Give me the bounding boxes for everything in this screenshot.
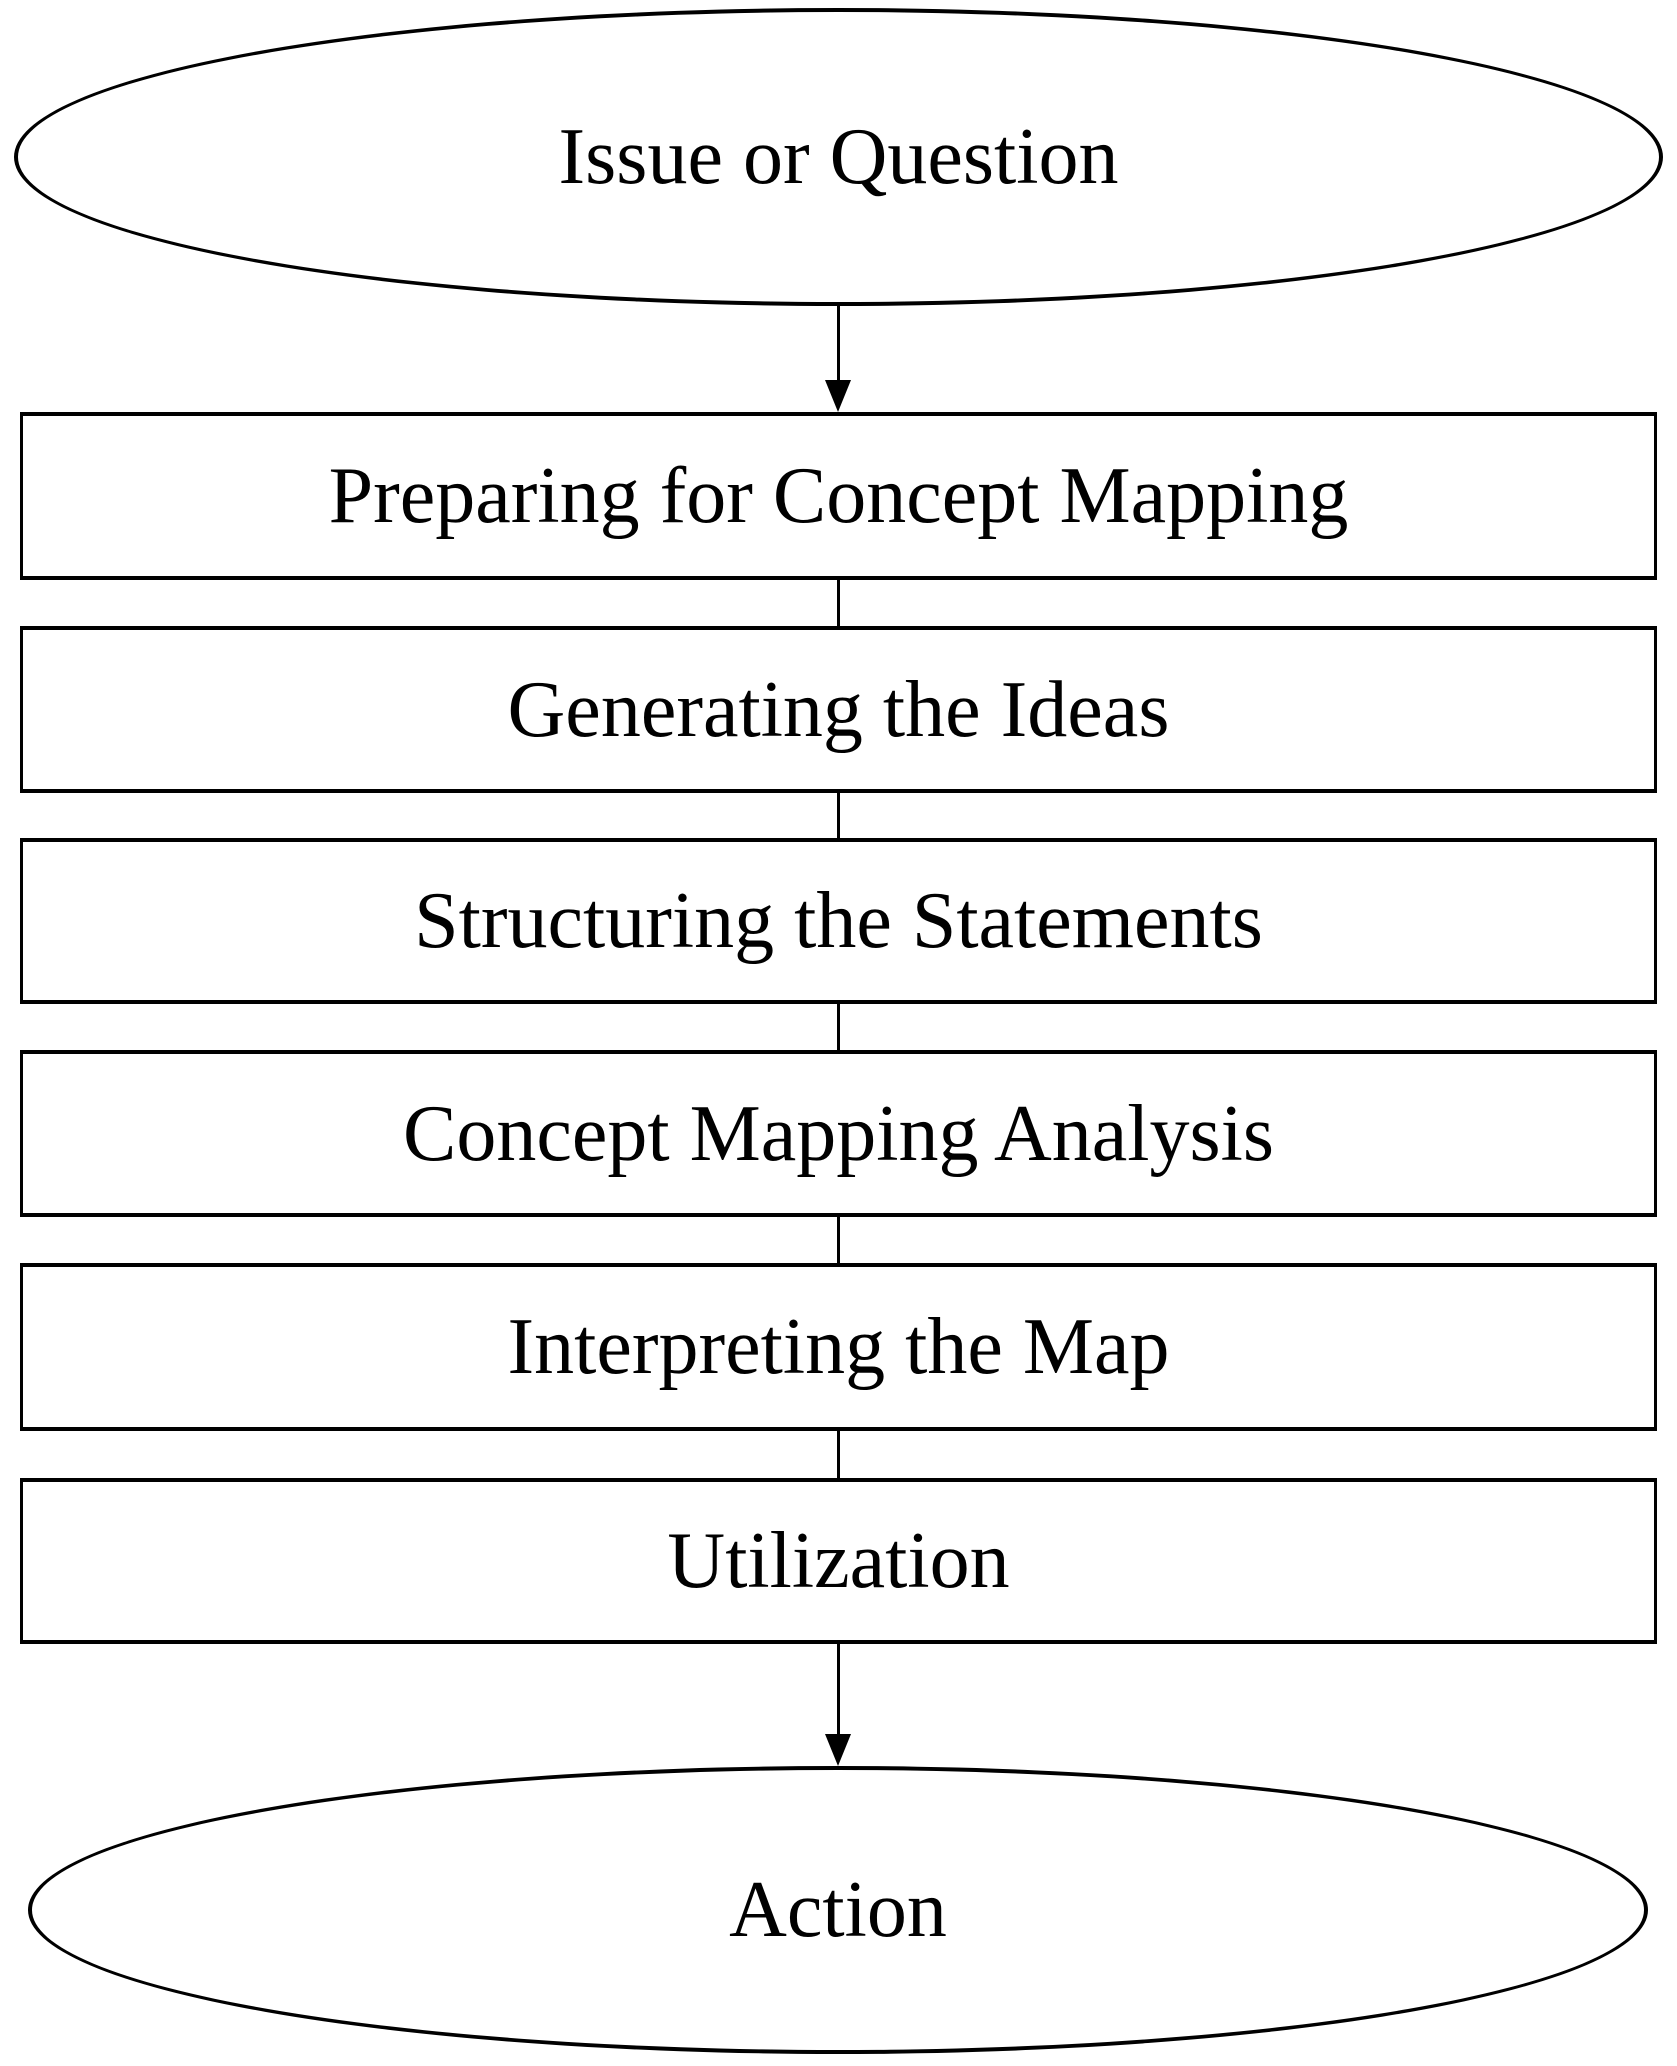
arrowhead-down-icon: [825, 380, 851, 412]
connector-arrow-shaft: [837, 306, 840, 380]
process-step-generating: Generating the Ideas: [20, 626, 1657, 793]
process-step-label: Structuring the Statements: [414, 877, 1263, 965]
connector-line: [837, 793, 840, 838]
process-step-label: Interpreting the Map: [507, 1303, 1170, 1391]
process-step-utilization: Utilization: [20, 1478, 1657, 1644]
end-node-ellipse: Action: [28, 1766, 1648, 2054]
end-node-label: Action: [729, 1866, 947, 1954]
process-step-label: Preparing for Concept Mapping: [328, 452, 1349, 540]
arrowhead-down-icon: [825, 1734, 851, 1766]
connector-line: [837, 1004, 840, 1050]
process-step-label: Utilization: [667, 1517, 1010, 1605]
process-step-label: Generating the Ideas: [507, 665, 1170, 754]
start-node-label: Issue or Question: [558, 113, 1119, 201]
process-step-interpreting: Interpreting the Map: [20, 1263, 1657, 1431]
connector-line: [837, 580, 840, 626]
process-step-preparing: Preparing for Concept Mapping: [20, 412, 1657, 580]
connector-line: [837, 1431, 840, 1478]
start-node-ellipse: Issue or Question: [14, 8, 1663, 306]
process-step-structuring: Structuring the Statements: [20, 838, 1657, 1004]
process-step-analysis: Concept Mapping Analysis: [20, 1050, 1657, 1217]
process-step-label: Concept Mapping Analysis: [402, 1089, 1275, 1178]
connector-arrow-shaft: [837, 1644, 840, 1734]
connector-line: [837, 1217, 840, 1263]
